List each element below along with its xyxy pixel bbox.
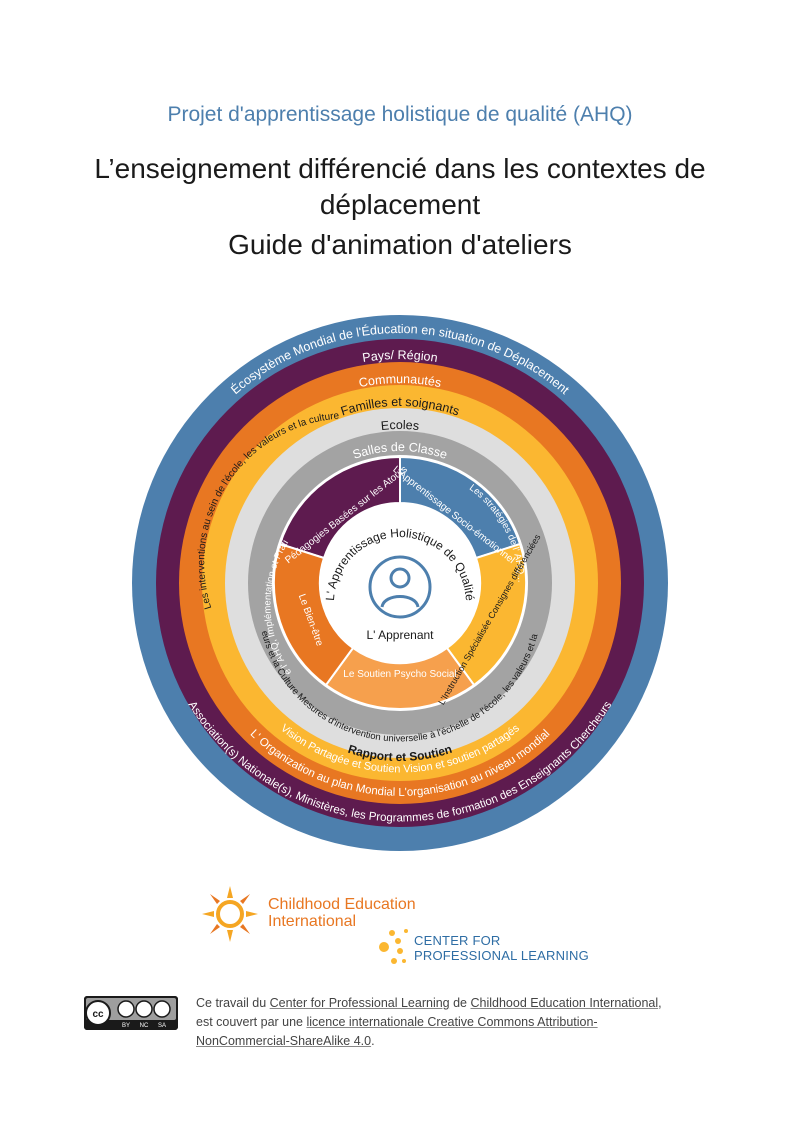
nc-icon [135,1000,153,1018]
by-icon [117,1000,135,1018]
ring-country-top: Pays/ Région [361,348,438,365]
cei-link[interactable]: Childhood Education International [470,996,659,1010]
sun-logo-icon [202,886,258,942]
cpl-link[interactable]: Center for Professional Learning [269,996,450,1010]
cei-name-line1: Childhood Education [268,896,416,913]
cpl-sunburst-icon [379,929,408,964]
cpl-name-line1: CENTER FOR [414,933,501,948]
license-text-1: Ce travail du [196,996,270,1010]
cei-logo: Childhood Education International [200,884,440,944]
cpl-name-line2: PROFESSIONAL LEARNING [414,948,589,963]
ecosystem-diagram: Écosystème Mondial de l'Éducation en sit… [130,303,668,851]
ring-schools-top: Ecoles [380,418,420,433]
cei-name-line2: International [268,913,357,930]
cc-icon [85,1000,111,1026]
license-text: Ce travail du Center for Professional Le… [196,994,676,1051]
document-subtitle: Guide d'animation d'ateliers [228,229,572,260]
license-text-4: . [371,1034,375,1048]
svg-text:NC: NC [140,1023,149,1029]
learner-icon [368,555,432,619]
ring-community-top: Communautés [358,372,443,390]
svg-text:BY: BY [122,1023,130,1029]
license-text-2: de [449,996,471,1010]
sa-icon [153,1000,171,1018]
license-text-3: , est couvert par une [196,996,662,1029]
cpl-name: CENTER FOR PROFESSIONAL LEARNING [414,933,589,963]
document-title: L’enseignement différencié dans les cont… [94,153,706,220]
project-name: Projet d'apprentissage holistique de qua… [167,103,633,126]
learner-label: L' Apprenant [366,628,434,642]
cc-by-nc-sa-badge[interactable]: cc BY NC SA [84,996,178,1030]
license-block: cc BY NC SA Ce travail du Center for Pro… [84,994,684,1054]
svg-text:SA: SA [158,1023,166,1029]
segment-wellbeing [272,542,355,687]
segments [272,455,528,710]
license-link[interactable]: licence internationale Creative Commons … [196,1015,598,1048]
cpl-logo: CENTER FOR PROFESSIONAL LEARNING [378,925,598,975]
cei-name: Childhood Education International [268,896,416,930]
segment-label-psychosocial: Le Soutien Psycho Social [343,669,456,680]
svg-text:cc: cc [92,1009,104,1020]
